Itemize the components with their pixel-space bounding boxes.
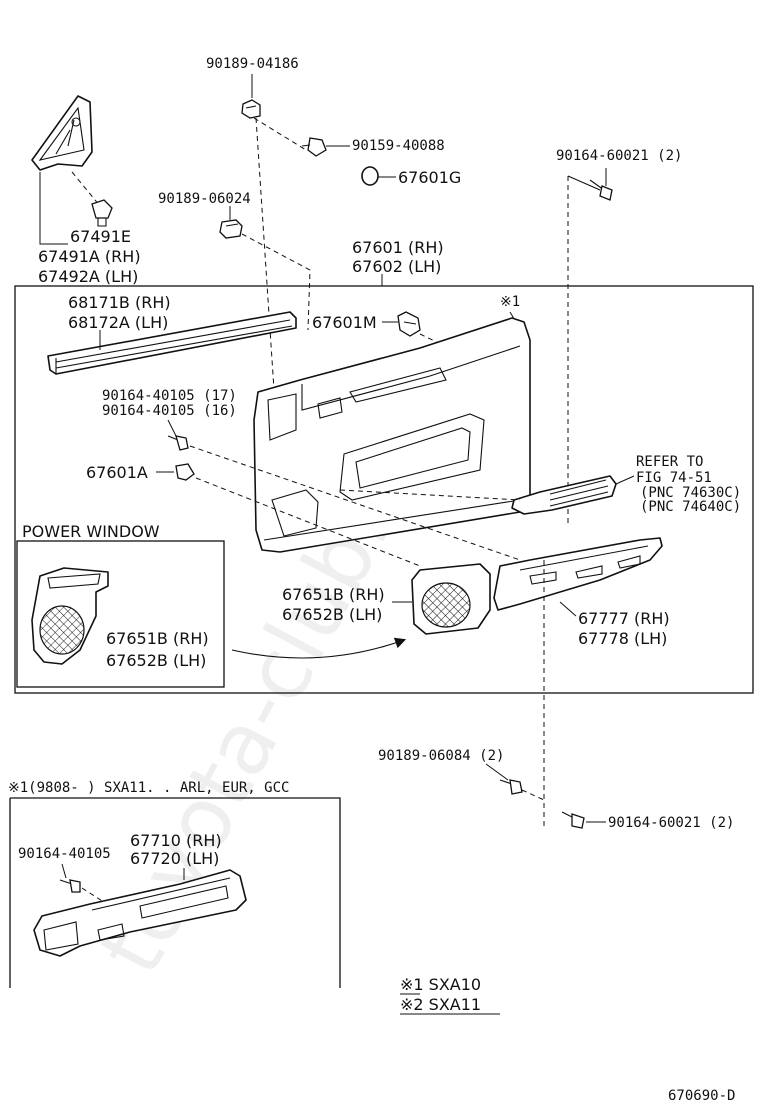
label-90189-06084: 90189-06084 (2): [378, 748, 504, 764]
label-pw-67651B: 67651B (RH): [106, 629, 209, 648]
label-68171B: 68171B (RH): [68, 293, 171, 312]
leader-67491A: [39, 172, 68, 245]
mirror-corner-cover-67491A: [31, 95, 93, 171]
dash-screw-40105: [189, 445, 521, 561]
upper-trim-67710: [33, 869, 247, 957]
label-refer-pnc2: (PNC 74640C): [640, 499, 741, 515]
label-67710: 67710 (RH): [130, 831, 222, 850]
label-refer-fig: FIG 74-51: [636, 470, 712, 486]
label-67491E: 67491E: [70, 227, 131, 246]
screw-90164-60021-bottom: [561, 811, 585, 829]
leader-variant-screw: [61, 863, 67, 879]
label-variant-90164-40105: 90164-40105: [18, 846, 111, 862]
dash-clip-panel: [255, 117, 277, 421]
screw-variant-90164-40105: [59, 879, 81, 893]
label-power-window: POWER WINDOW: [22, 522, 160, 541]
clip-90189-06084: [499, 779, 523, 795]
dash-cover-clip: [71, 171, 101, 207]
leader-90189-06084: [485, 763, 509, 781]
clip-67601A: [175, 463, 195, 481]
weatherstrip-68171B: [47, 311, 297, 375]
power-window-inset-box: [16, 540, 225, 688]
variant-header: ※1(9808- ) SXA11. . ARL, EUR, GCC: [8, 780, 289, 796]
dash-handle: [339, 489, 521, 501]
dash-clip-screw: [253, 117, 307, 151]
label-67651B: 67651B (RH): [282, 585, 385, 604]
dash-clip-67601A: [195, 477, 421, 567]
legend-sxa11: ※2 SXA11: [400, 995, 481, 1014]
label-67777: 67777 (RH): [578, 609, 670, 628]
label-90164-40105-16: 90164-40105 (16): [102, 403, 237, 419]
label-refer-pnc1: (PNC 74630C): [640, 485, 741, 501]
arrow-curve: [231, 637, 407, 659]
leader-90164-40105: [167, 419, 177, 437]
clip-67601M: [397, 311, 421, 337]
label-67652B: 67652B (LH): [282, 605, 382, 624]
label-90159-40088: 90159-40088: [352, 138, 445, 154]
label-90164-40105-17: 90164-40105 (17): [102, 388, 237, 404]
screw-90164-60021-top: [589, 179, 613, 201]
diagram-id: 670690-D: [668, 1088, 735, 1104]
label-67601G: 67601G: [398, 168, 461, 187]
label-67601: 67601 (RH): [352, 238, 444, 257]
label-90164-60021-top: 90164-60021 (2): [556, 148, 682, 164]
leader-right-screw: [567, 175, 601, 191]
armrest-67777: [493, 537, 663, 611]
legend-sxa10: ※1 SXA10: [400, 975, 481, 994]
cap-67601G: [361, 166, 379, 186]
screw-90159-40088: [301, 137, 327, 157]
speaker-cover-67651B: [411, 563, 491, 635]
clip-90189-06024: [219, 219, 243, 239]
label-note1-mark: ※1: [500, 294, 520, 310]
label-67601M: 67601M: [312, 313, 377, 332]
variant-box-top: [10, 797, 341, 988]
dash-06084: [521, 789, 545, 801]
label-67492A: 67492A (LH): [38, 267, 138, 286]
label-67720: 67720 (LH): [130, 849, 219, 868]
pull-handle-ref: [511, 475, 617, 515]
label-90189-06024: 90189-06024: [158, 191, 251, 207]
screw-90164-40105: [167, 435, 189, 451]
leader-refer: [615, 475, 635, 485]
clip-90189-04186: [241, 99, 261, 119]
switch-bezel-pw: [31, 567, 109, 665]
label-67491A: 67491A (RH): [38, 247, 141, 266]
label-refer-to: REFER TO: [636, 454, 703, 470]
door-trim-panel-67601: [253, 317, 531, 553]
label-pw-67652B: 67652B (LH): [106, 651, 206, 670]
label-67778: 67778 (LH): [578, 629, 667, 648]
leader-67777: [559, 601, 577, 617]
label-90164-60021-bottom: 90164-60021 (2): [608, 815, 734, 831]
main-assembly-frame: [14, 285, 754, 694]
label-68172A: 68172A (LH): [68, 313, 168, 332]
label-67602: 67602 (LH): [352, 257, 441, 276]
dash-clip2-panel: [241, 233, 311, 331]
label-90189-04186: 90189-04186: [206, 56, 299, 72]
clip-67491E: [91, 199, 113, 227]
label-67601A: 67601A: [86, 463, 148, 482]
